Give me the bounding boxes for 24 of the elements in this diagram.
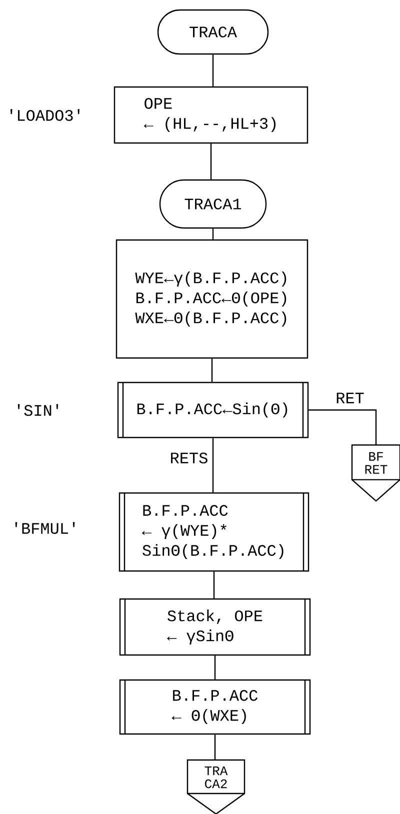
- node-caption: 'SIN': [18, 404, 58, 416]
- subroutine-box: B.F.P.ACC ← γ(WYE)* SinΘ(B.F.P.ACC): [118, 492, 310, 572]
- connector-line: [212, 54, 214, 86]
- off-page-connector: BF RET: [351, 444, 400, 502]
- connector-line: [214, 734, 216, 760]
- terminal-box: TRACA1: [159, 179, 267, 229]
- subroutine-box: B.F.P.ACC←Sin(Θ): [117, 382, 309, 438]
- subroutine-box: B.F.P.ACC ← Θ(WXE): [119, 679, 311, 735]
- process-box: OPE ← (HL,--,HL+3): [114, 86, 308, 144]
- connector-line: [212, 228, 214, 240]
- edge-label: RET: [334, 392, 366, 404]
- connector-line: [212, 438, 214, 492]
- connector-line: [213, 572, 215, 598]
- terminal-box: TRACA: [157, 9, 269, 55]
- node-caption: 'BFMUL': [15, 522, 75, 534]
- subroutine-box: Stack, OPE ← γSinΘ: [119, 598, 311, 656]
- connector-line: [211, 358, 213, 382]
- connector-line: [214, 656, 216, 680]
- node-caption: 'LOADO3': [10, 109, 80, 121]
- off-page-connector: TRA CA2: [186, 759, 246, 814]
- edge-label: RETS: [168, 452, 210, 464]
- process-box: WYE←γ(B.F.P.ACC) B.F.P.ACC←Θ(OPE) WXE←Θ(B.F.P.ACC): [116, 239, 308, 359]
- connector-line: [308, 409, 377, 445]
- connector-line: [210, 144, 212, 180]
